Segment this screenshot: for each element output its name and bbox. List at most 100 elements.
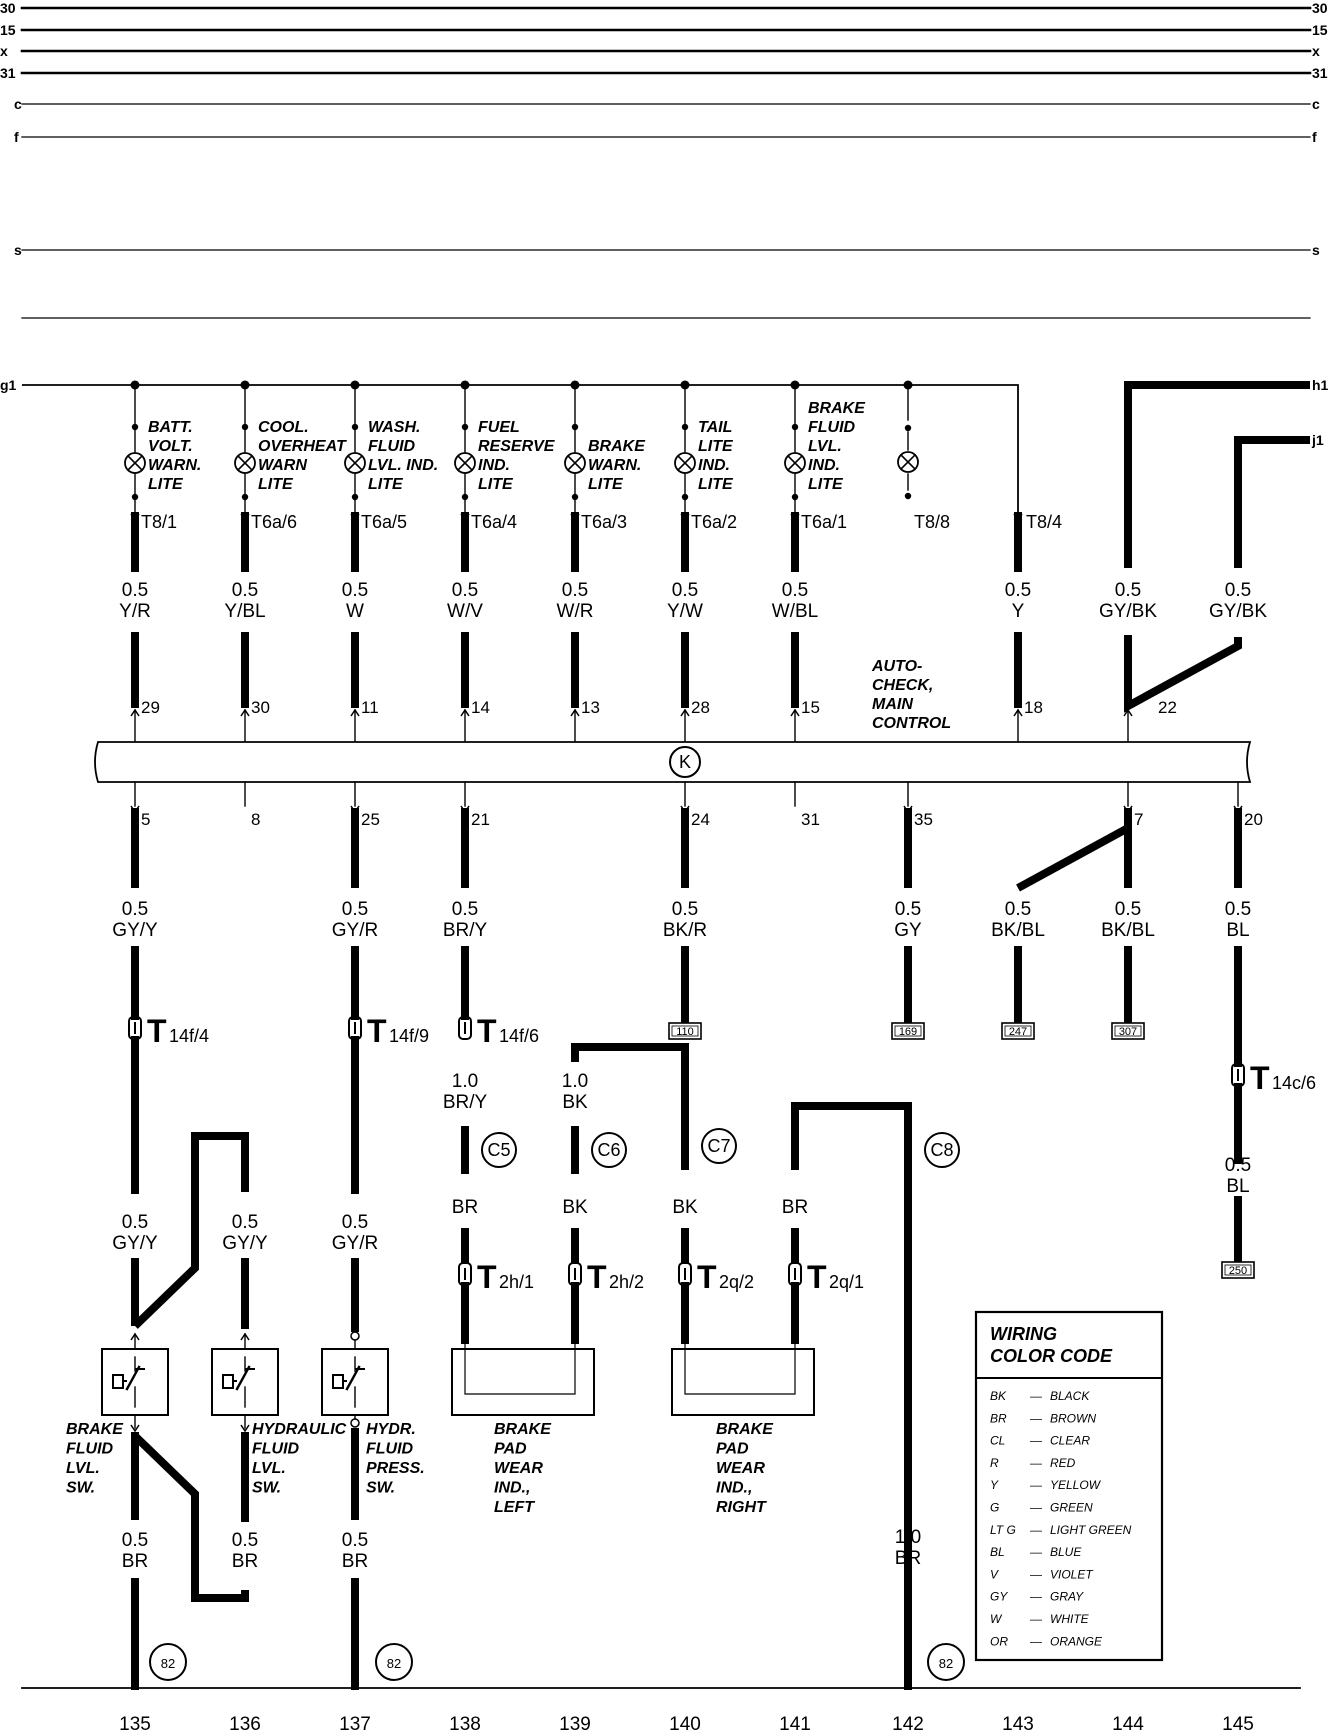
legend-dash: — [1029,1590,1043,1604]
wire-size-label: 0.5 [342,899,368,920]
module-pin-number: 20 [1244,810,1263,829]
connector-label: T [477,1259,497,1295]
legend-color-name: YELLOW [1050,1478,1102,1492]
connector-label: T [147,1013,167,1049]
module-symbol-label: K [679,752,691,772]
splice-wire-color: BR [782,1197,808,1218]
rail-label-left: 31 [0,65,16,81]
module-pin-number: 29 [141,698,160,717]
switch-name: SW. [366,1480,395,1497]
connector-label-sub: 2h/2 [609,1272,644,1292]
lamp-name: IND. [808,457,840,474]
wire-size-label: 0.5 [1115,899,1141,920]
rail-label-right: c [1312,96,1320,112]
switch-name: SW. [252,1480,281,1497]
lamp-terminal [131,493,139,501]
wire-color-label: BK [562,1092,588,1113]
wire-color-label: Y [1012,601,1025,622]
legend-color-name: GRAY [1050,1590,1084,1604]
lamp-icon-cross [676,454,694,472]
lamp-connector-label: T6a/6 [251,512,297,532]
wire-color-label: GY/Y [112,1233,158,1254]
wire-color-label: GY [894,920,922,941]
wire-color-label: Y/R [119,601,151,622]
lamp-icon-cross [236,454,254,472]
connector-label: T [1250,1060,1270,1096]
wire-size-label: 0.5 [895,899,921,920]
lamp-terminal [681,423,689,431]
lamp-name: LITE [698,476,734,493]
rail-label-left: 15 [0,22,16,38]
wire-color-label: BR/Y [443,1092,488,1113]
thick-wire [132,1132,249,1329]
module-pin-number: 28 [691,698,710,717]
splice-wire-color: BK [672,1197,698,1218]
wire-color-label: GY/R [332,920,378,941]
thick-wire [571,1043,689,1170]
rail-label-right: 30 [1312,0,1328,16]
thick-wire-j1 [1234,436,1310,568]
wire-size-label: 0.5 [452,580,478,601]
brake-pad-right-box [671,1348,815,1416]
wire-size-label: 1.0 [562,1071,588,1092]
wire-size-label: 0.5 [562,580,588,601]
legend-code: GY [990,1590,1008,1604]
wire-size-label: 0.5 [672,899,698,920]
wire-color-label: GY/R [332,1233,378,1254]
lamp-connector-label: T6a/4 [471,512,517,532]
wire-color-label: W/BL [772,601,818,622]
connector-label: T [477,1013,497,1049]
switch-name: LVL. [252,1460,286,1477]
rail-label-right: s [1312,242,1320,258]
wire-color-label: W/V [447,601,483,622]
brake-pad-left-name: BRAKE [494,1421,552,1438]
rail-label-right: 31 [1312,65,1328,81]
brake-pad-right-name: RIGHT [716,1499,767,1516]
legend-code: BL [990,1545,1005,1559]
wire-size-label: 1.0 [452,1071,478,1092]
column-number: 145 [1222,1714,1254,1735]
module-pin-number: 15 [801,698,820,717]
reference-number: 169 [899,1026,917,1038]
legend-color-name: BROWN [1050,1411,1096,1425]
connector-label-sub: 2q/2 [719,1272,754,1292]
lamp-name: BRAKE [588,438,646,455]
lamp-terminal [904,424,912,432]
splice-circle-label: C5 [487,1140,510,1160]
rail-label-left: s [14,242,22,258]
switch-name: FLUID [252,1441,300,1458]
wire-color-label: BK/BL [991,920,1045,941]
g1-label: g1 [0,377,17,393]
wire-color-label: W/R [557,601,594,622]
wire-color-label: BL [1226,1176,1249,1197]
legend-code: BK [990,1389,1007,1403]
splice-circle-label: C8 [930,1140,953,1160]
legend-code: W [990,1612,1003,1626]
module-symbol [669,746,701,778]
rail-label-left: f [14,129,19,145]
legend-color-name: LIGHT GREEN [1050,1523,1132,1537]
lamp-name: WARN. [588,457,641,474]
lamp-connector-label: T8/8 [914,512,950,532]
brake-pad-left-name: WEAR [494,1460,543,1477]
thick-wire-bk-bl [1016,812,1132,892]
lamp-name: BATT. [148,419,193,436]
legend-title: COLOR CODE [990,1346,1113,1366]
module-name: CHECK, [872,677,933,694]
thick-wire [791,1102,912,1686]
splice-circle [701,1128,737,1164]
wire-color-label: BK/R [663,920,707,941]
lamp-name: WASH. [368,419,420,436]
lamp-terminal [351,423,359,431]
legend-color-name: CLEAR [1050,1434,1090,1448]
wire-size-label: 0.5 [452,899,478,920]
connector-label: T [587,1259,607,1295]
splice-wire-color: BK [562,1197,588,1218]
module-pin-number: 22 [1158,698,1177,717]
brake-pad-left-box [451,1348,595,1416]
lamp-terminal [461,493,469,501]
module-pin-number: 30 [251,698,270,717]
wire-size-label: 0.5 [122,1530,148,1551]
lamp-name: LITE [258,476,294,493]
